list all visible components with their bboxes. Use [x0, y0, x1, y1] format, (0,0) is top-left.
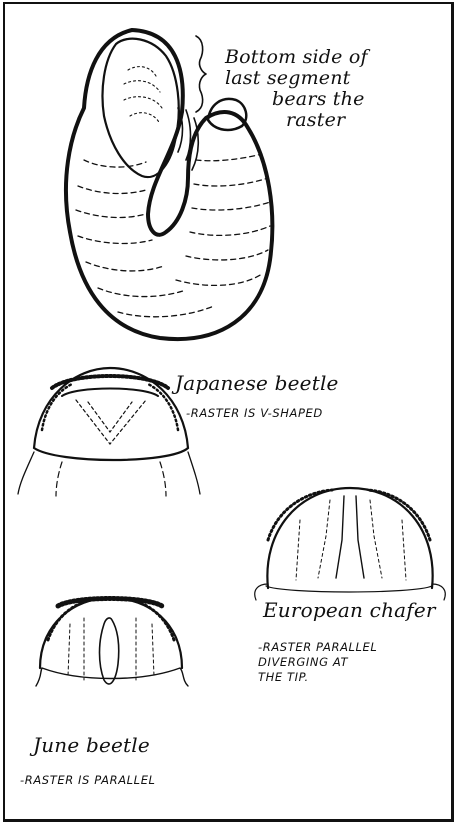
grub-caption-line-1: Bottom side of — [225, 47, 368, 68]
june-beetle-note: -RASTER IS PARALLEL — [20, 773, 156, 788]
european-chafer-note-line-3: THE TIP. — [258, 670, 377, 685]
european-chafer-note: -RASTER PARALLEL DIVERGING AT THE TIP. — [258, 640, 377, 685]
grub-raster-stipple — [124, 67, 162, 124]
grub-caption-line-3: bears the — [225, 89, 368, 110]
japanese-beetle-label: Japanese beetle — [175, 373, 339, 394]
june-beetle-raster-illustration — [36, 598, 188, 686]
grub-segment-lines — [76, 154, 270, 317]
japanese-beetle-raster-illustration — [18, 368, 200, 496]
japanese-beetle-note: -RASTER IS V-SHAPED — [186, 406, 323, 421]
raster-bracket — [196, 36, 206, 112]
grub-caption: Bottom side of last segment bears the ra… — [225, 47, 368, 131]
grub-caption-line-4: raster — [225, 110, 368, 131]
grub-caption-line-2: last segment — [225, 68, 368, 89]
european-chafer-note-line-2: DIVERGING AT — [258, 655, 377, 670]
european-chafer-note-line-1: -RASTER PARALLEL — [258, 640, 377, 655]
european-chafer-raster-illustration — [255, 488, 446, 600]
june-beetle-label: June beetle — [33, 735, 150, 756]
european-chafer-label: European chafer — [263, 600, 436, 621]
